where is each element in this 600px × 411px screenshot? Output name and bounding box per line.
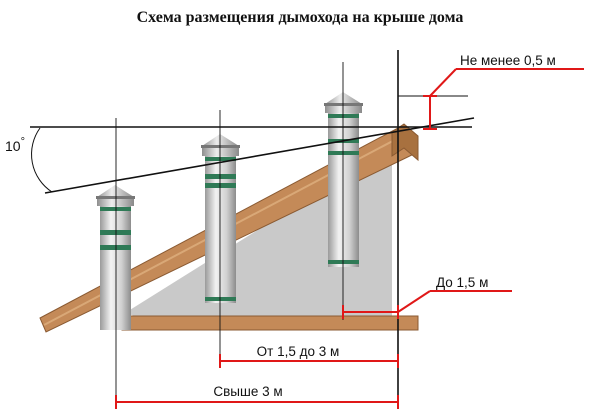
chimney-1-pipe [100,205,131,330]
dimension-from-to: От 1,5 до 3 м [219,344,399,368]
chimney-2-band [205,174,236,179]
angle-label: 10° [5,136,25,154]
angle-arc [31,127,53,193]
chimney-3 [324,92,363,267]
chimney-2-band [205,297,236,301]
chimney-2-band [205,157,236,161]
dimension-min-height: Не менее 0,5 м [423,53,584,130]
chimney-2-pipe [205,155,236,303]
chimney-1-band [100,207,131,211]
dim-min-height-leader [429,68,457,97]
dimension-over: Свыше 3 м [115,384,399,409]
chimney-3-cap-rim [324,103,363,106]
dim-up-to-label: До 1,5 м [436,275,488,290]
dim-from-to-label: От 1,5 до 3 м [257,344,340,359]
chimney-1 [96,185,135,330]
diagram-title: Схема размещения дымохода на крыше дома [137,9,464,26]
chimney-2 [201,134,240,303]
chimney-1-band [100,245,131,250]
chimney-3-band [328,260,359,264]
dim-over-label: Свыше 3 м [213,384,282,399]
chimney-3-band [328,114,359,118]
ten-degree-line [44,117,475,194]
chimney-3-cap [325,92,362,113]
chimney-2-band [205,183,236,188]
angle-value: 10 [5,138,21,154]
chimney-1-band [100,230,131,235]
angle-unit: ° [21,136,25,148]
dim-min-height-label: Не менее 0,5 м [460,53,556,68]
chimney-1-cap [97,185,134,206]
ceiling-beam [121,315,419,331]
chimney-2-cap-rim [201,145,240,148]
chimney-3-band [328,151,359,155]
chimney-3-pipe [328,112,359,267]
chimney-1-cap-rim [96,196,135,199]
dimension-up-to: До 1,5 м [342,275,512,319]
dim-up-to-leader [397,290,431,313]
